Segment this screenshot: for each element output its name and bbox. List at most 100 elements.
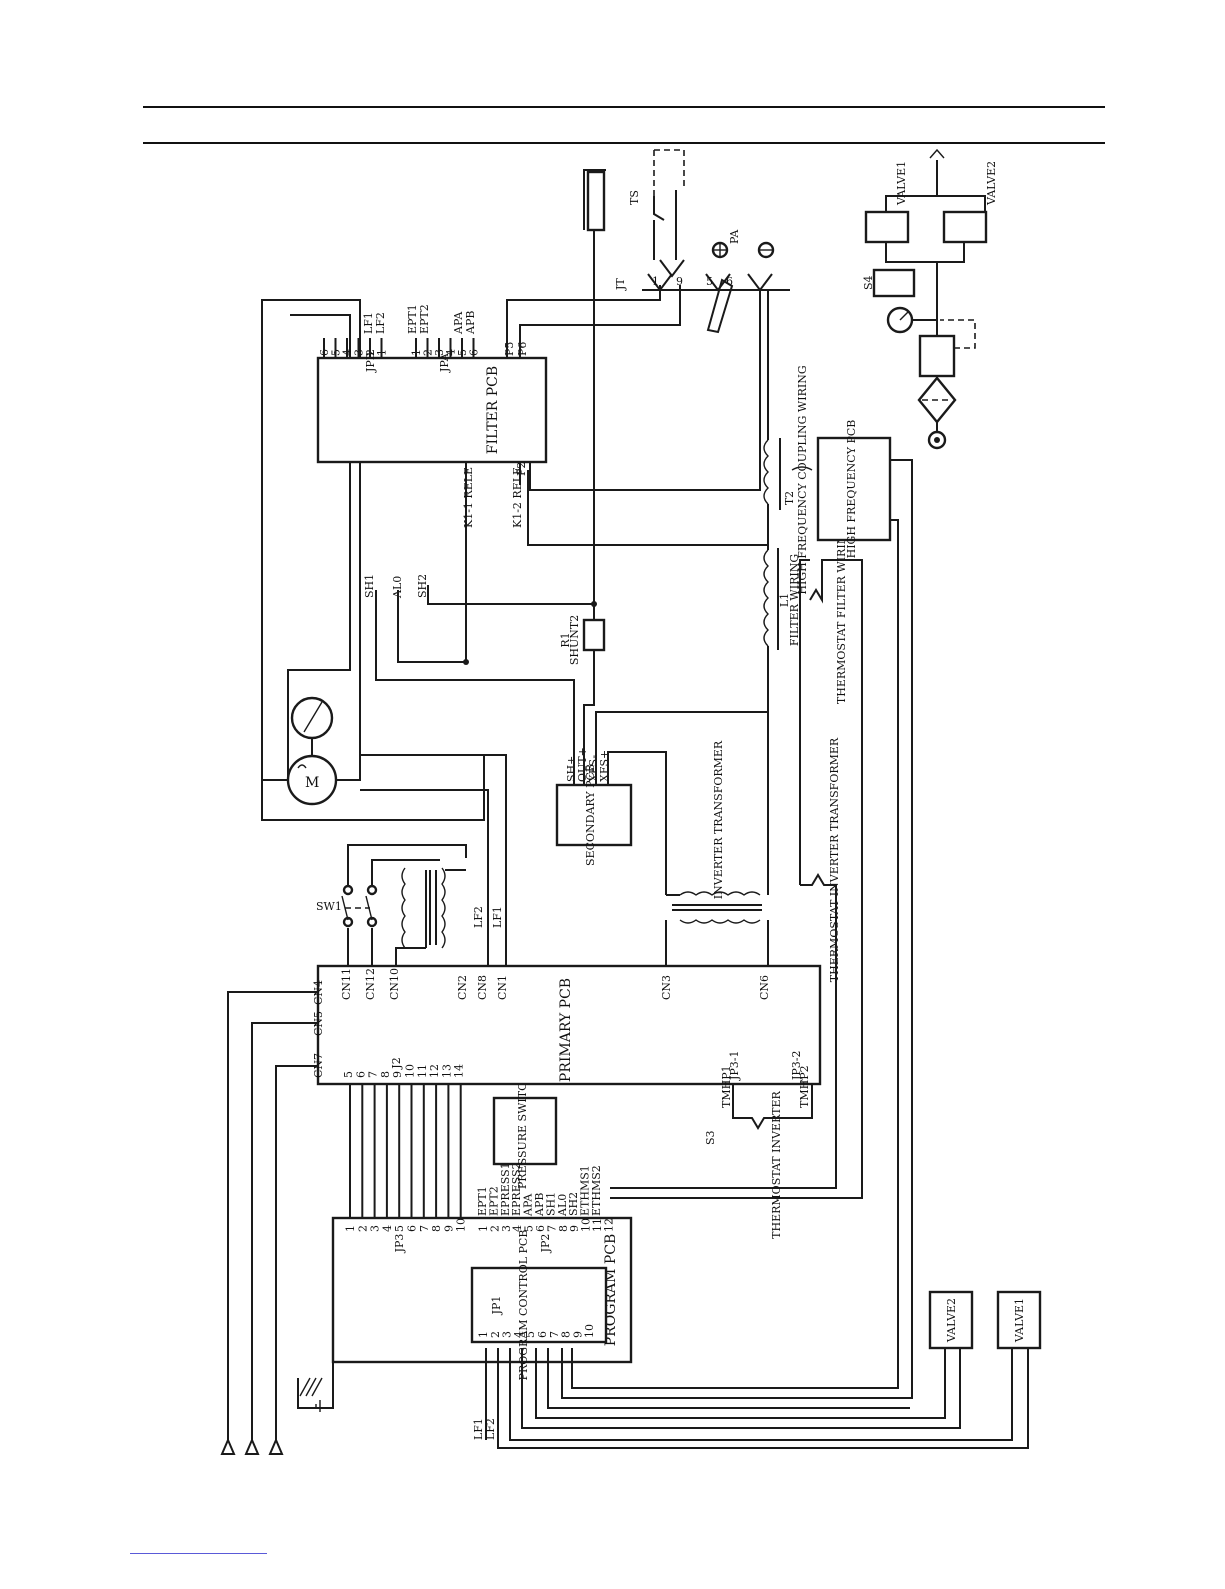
connector-cn8: CN8: [476, 975, 489, 1000]
jp3-pin-3: 3: [369, 1225, 382, 1232]
j2-pin-7: 7: [367, 1071, 380, 1078]
jp2-signal-apb: APB: [533, 1193, 546, 1217]
filter-wires: [506, 285, 761, 491]
jt-pin-6: 6: [726, 275, 733, 288]
regulator-icon: [918, 334, 956, 378]
jp2-signal-sh2: SH2: [567, 1192, 580, 1216]
thermostat-filter-label: THERMOSTAT FILTER WIRING: [835, 526, 848, 704]
jp2-pin-7: 7: [545, 1225, 558, 1232]
program-control-pcb-label: PROGRAM CONTROL PCB: [517, 1230, 530, 1381]
secondary-pcb: SECONDARY PCB: [555, 764, 633, 866]
lf2-label: LF2: [472, 906, 485, 928]
jp3-pin-9: 9: [442, 1225, 455, 1232]
hf-pcb-label: HIGH FREQUENCY PCB: [845, 420, 858, 559]
thermostat-filter: THERMOSTAT FILTER WIRING: [610, 526, 863, 1199]
valve1-label: VALVE1: [895, 161, 908, 206]
jp2-signal-epress2: EPRESS2: [510, 1162, 523, 1216]
jp3-pin-1: 1: [344, 1225, 357, 1232]
jp1-pin-7: 7: [548, 1331, 561, 1338]
tmhp1-label: TMHP1: [720, 1065, 733, 1108]
filter-term-p2: P2: [515, 462, 528, 476]
s4-switch-icon: [872, 268, 916, 298]
thermostat-inverter-label: THERMOSTAT INVERTER: [770, 1090, 783, 1238]
hf-pcb: HIGH FREQUENCY PCB: [561, 420, 913, 1399]
jp1-pin-3: 3: [501, 1331, 514, 1338]
j2-pin-10: 10: [404, 1064, 417, 1078]
motor-fan: M: [261, 299, 485, 821]
filter-pcb: FILTER PCB JPB JPA K1-1 RELE K1-2 RELE: [316, 352, 548, 528]
jp3-pin-10: 10: [455, 1218, 468, 1232]
filter-signal-lf2: LF2: [374, 312, 387, 334]
svg-text:VALVE2: VALVE2: [945, 1298, 958, 1343]
inverter-transformer-label: INVERTER TRANSFORMER: [712, 740, 725, 899]
sh1-label: SH1: [363, 574, 376, 598]
r1-label: R1: [559, 632, 572, 647]
jpb-label: JPB: [364, 352, 377, 373]
jp2-pin-1: 1: [477, 1225, 490, 1232]
jp2-pin-8: 8: [557, 1225, 570, 1232]
jt-pin-5: 5: [706, 275, 713, 288]
sw1-switch: SW1: [316, 844, 467, 966]
aux-transformer: [395, 867, 466, 966]
jp3-pin-2: 2: [356, 1225, 369, 1232]
j2-pin-12: 12: [428, 1064, 441, 1078]
jp1-pin-1: 1: [477, 1331, 490, 1338]
jp2-signal-al0: AL0: [556, 1194, 569, 1217]
filter-wiring-label: FILTER WIRING: [788, 554, 801, 646]
jp1-pin-10: 10: [583, 1324, 596, 1338]
shunt2-label: SHUNT2: [568, 615, 581, 665]
connector-cn6: CN6: [758, 975, 771, 1000]
jp3-pin-5: 5: [393, 1225, 406, 1232]
bottom-lf1: LF1: [472, 1418, 485, 1440]
pressure-switch-label: PRESSURE SWITCH: [516, 1073, 529, 1189]
connector-cn5: CN5: [312, 1011, 325, 1036]
s4-label: S4: [862, 275, 875, 290]
filter-signal-ept1: EPT1: [406, 304, 419, 334]
jp2-pin-12: 12: [602, 1218, 615, 1232]
jp2-pin-11: 11: [591, 1218, 604, 1232]
sw1-label: SW1: [316, 900, 342, 913]
connector-jp3-2: JP3-2: [790, 1050, 803, 1081]
jp2-signal-ethms2: ETHMS2: [590, 1165, 603, 1216]
ts-label: TS: [628, 190, 641, 205]
connector-cn4: CN4: [312, 980, 325, 1005]
j2-pin-6: 6: [354, 1071, 367, 1078]
torch-ts: TS: [583, 149, 685, 260]
jp2-signal-apa: APA: [522, 1193, 535, 1217]
s3-label: S3: [704, 1130, 717, 1145]
connector-cn1: CN1: [496, 975, 509, 1000]
jp1-pin-2: 2: [489, 1331, 502, 1338]
j2-pin-9: 9: [391, 1071, 404, 1078]
valve1-icon: [864, 210, 910, 244]
connector-cn12: CN12: [364, 968, 377, 1000]
secondary-wires: [375, 590, 769, 895]
jp2-pin-2: 2: [488, 1225, 501, 1232]
tmhp2-label: TMHP2: [798, 1065, 811, 1108]
secondary-pcb-label: SECONDARY PCB: [584, 764, 597, 866]
jp1-pin-8: 8: [560, 1331, 573, 1338]
secondary-terminal-1: OUT+: [576, 747, 589, 782]
l1-label: L1: [778, 593, 791, 607]
ground-wires: [220, 991, 334, 1455]
filter-signal-ept2: EPT2: [418, 304, 431, 334]
pneumatic-circuit: VALVE1 VALVE2 S4: [862, 148, 998, 450]
shunt-r1: R1 SHUNT2: [427, 200, 606, 665]
lf-wires: LF2 LF1: [360, 754, 507, 966]
jp1-pin-9: 9: [571, 1331, 584, 1338]
j2-pin-13: 13: [440, 1064, 453, 1078]
j2-pin-14: 14: [453, 1064, 466, 1078]
jp3-pin-4: 4: [381, 1225, 394, 1232]
jp2-signal-ept1: EPT1: [476, 1186, 489, 1216]
jt-pin-9: 9: [676, 275, 683, 288]
t2-hf-coupling: T2 HIGH FREQUENCY COUPLING WIRING: [763, 290, 813, 595]
connector-cn7: CN7: [312, 1053, 325, 1078]
program-control-pcb: PROGRAM CONTROL PCB JP1: [470, 1230, 608, 1381]
valve1-box: [996, 1290, 1042, 1350]
filter-pcb-label: FILTER PCB: [485, 366, 501, 454]
